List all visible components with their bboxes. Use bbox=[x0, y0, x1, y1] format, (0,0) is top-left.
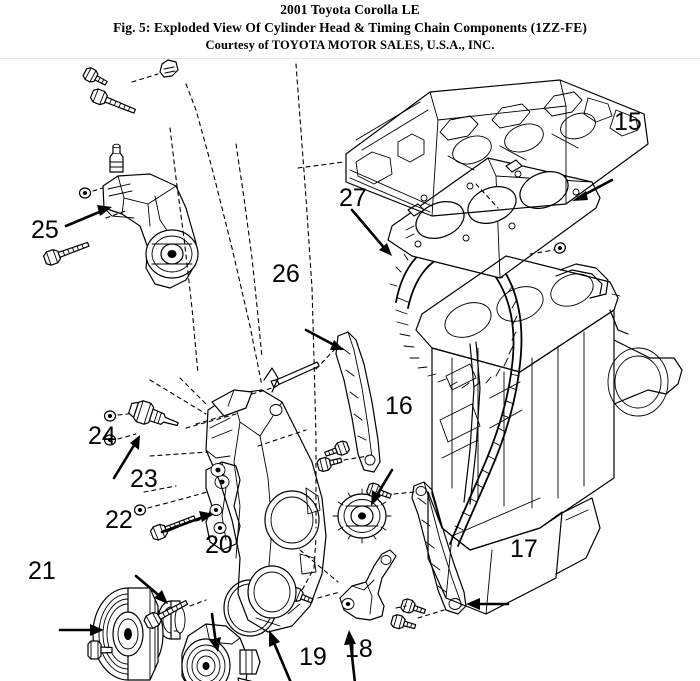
vehicle-title: 2001 Toyota Corolla LE bbox=[280, 2, 420, 17]
part-20-drive-belt-tensioner bbox=[142, 595, 261, 681]
callout-25: 25 bbox=[31, 216, 59, 244]
courtesy-credit: Courtesy of TOYOTA MOTOR SALES, U.S.A., … bbox=[205, 38, 495, 52]
callout-17: 17 bbox=[510, 535, 538, 563]
exploded-view-artwork: .ln { fill:none; stroke:#000; stroke-wid… bbox=[0, 58, 700, 681]
part-26-chain-damper bbox=[251, 331, 381, 473]
part-17-tensioner-slipper bbox=[365, 481, 467, 634]
callout-15: 15 bbox=[614, 108, 642, 136]
assembly-guide-lines bbox=[143, 63, 499, 529]
callout-18: 18 bbox=[345, 635, 373, 663]
part-23-mounting-bracket bbox=[133, 461, 241, 551]
part-15-head-gasket bbox=[387, 157, 601, 279]
part-group-upper-bolts bbox=[81, 59, 179, 119]
callout-16: 16 bbox=[385, 392, 413, 420]
part-22-spacer-collar bbox=[157, 600, 186, 640]
part-cylinder-head bbox=[297, 79, 649, 217]
callout-24: 24 bbox=[88, 422, 116, 450]
part-16-crank-sprocket bbox=[332, 488, 392, 544]
callout-22: 22 bbox=[105, 506, 133, 534]
callout-26: 26 bbox=[272, 260, 300, 288]
part-25-idler-pulley-bracket bbox=[42, 143, 199, 289]
callout-19: 19 bbox=[299, 643, 327, 671]
part-21-crankshaft-pulley bbox=[87, 587, 164, 681]
header-divider bbox=[0, 58, 700, 59]
part-18-chain-guide-bracket bbox=[286, 549, 428, 621]
callout-20: 20 bbox=[205, 531, 233, 559]
part-27-timing-chain bbox=[389, 234, 523, 547]
part-timing-chain-cover bbox=[149, 367, 351, 633]
callout-leader-lines bbox=[58, 178, 614, 681]
callout-23: 23 bbox=[130, 465, 158, 493]
part-24-oil-pressure-switch bbox=[103, 400, 237, 446]
callout-21: 21 bbox=[28, 557, 56, 585]
part-engine-block bbox=[415, 240, 683, 615]
figure-caption: Fig. 5: Exploded View Of Cylinder Head &… bbox=[113, 20, 587, 35]
callout-27: 27 bbox=[339, 184, 367, 212]
